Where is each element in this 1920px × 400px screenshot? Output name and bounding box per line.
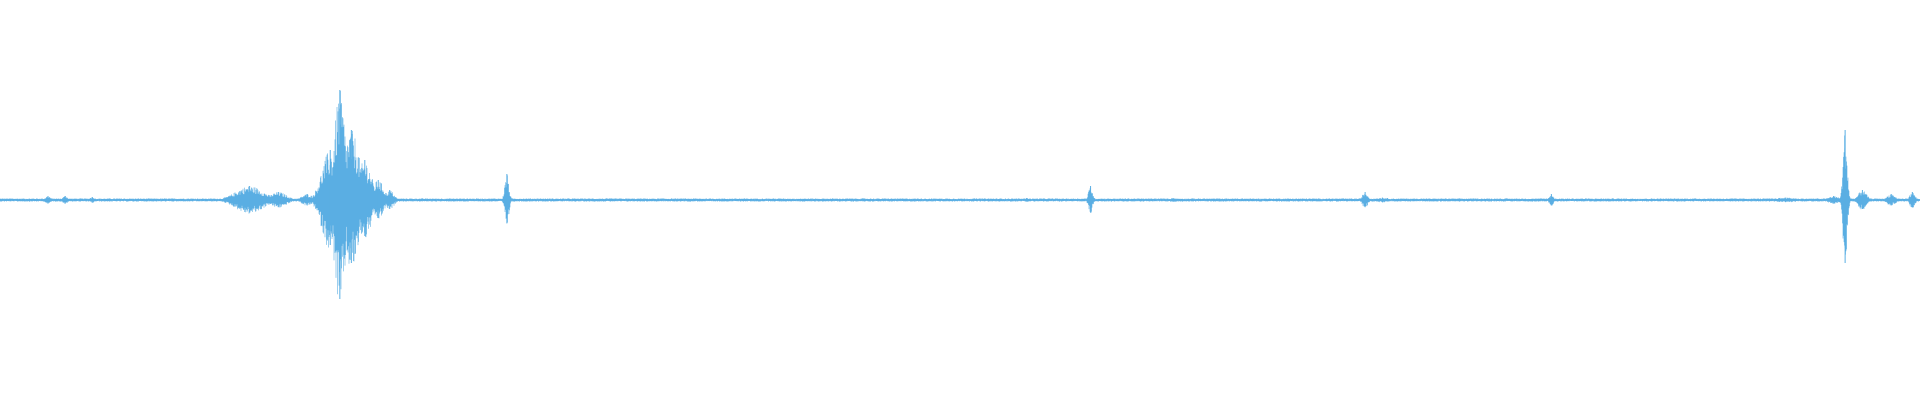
waveform-layer: [0, 90, 1920, 299]
waveform-signal: [0, 90, 1920, 295]
